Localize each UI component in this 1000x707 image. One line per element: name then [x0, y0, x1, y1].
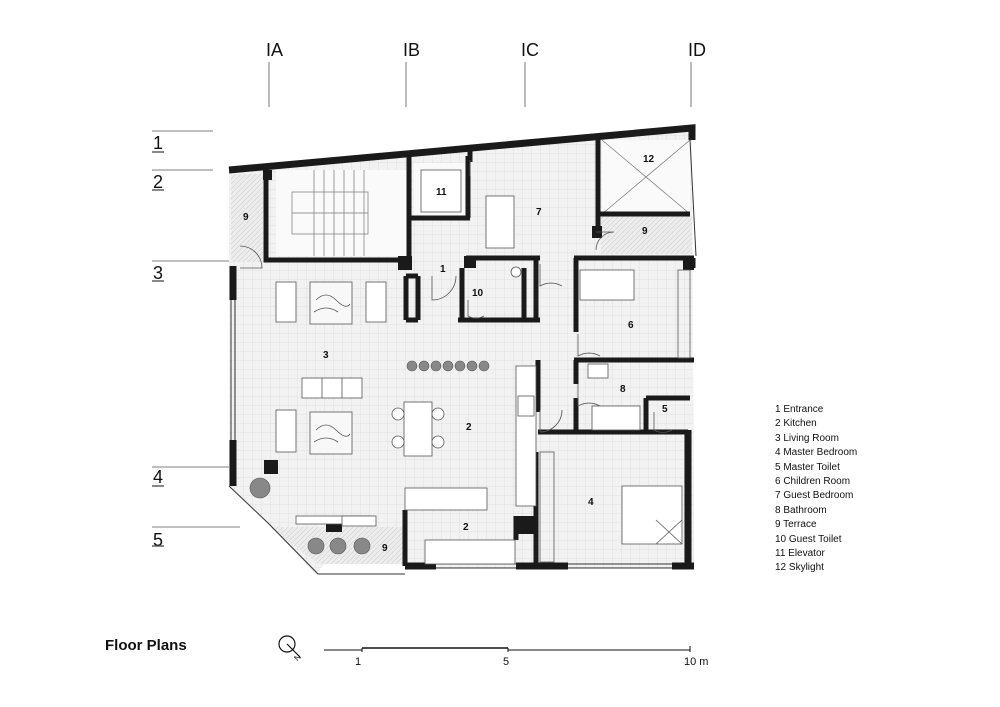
legend-item: 3 Living Room	[775, 432, 839, 444]
room-label-2-dining: 2	[466, 422, 472, 433]
legend-item: 5 Master Toilet	[775, 461, 840, 473]
grid-label-row-5: 5	[153, 530, 164, 550]
legend-item: 6 Children Room	[775, 476, 851, 488]
grid-label-ib: IB	[403, 40, 421, 60]
drawing-title: Floor Plans	[105, 637, 187, 654]
room-label-9-east: 9	[642, 226, 648, 237]
grid-label-ia: IA	[266, 40, 284, 60]
legend-item: 2 Kitchen	[775, 418, 817, 430]
north-letter: N	[292, 652, 303, 663]
room-label-7: 7	[536, 207, 542, 218]
grid-label-ic: IC	[521, 40, 539, 60]
legend-item: 10 Guest Toilet	[775, 533, 842, 545]
room-label-10: 10	[472, 288, 484, 299]
room-label-4: 4	[588, 497, 594, 508]
room-label-8: 8	[620, 384, 626, 395]
columns	[263, 170, 694, 534]
north-arrow: N	[278, 635, 303, 663]
grid-label-row-2: 2	[153, 172, 164, 192]
room-label-9-south: 9	[382, 543, 388, 554]
legend-item: 9 Terrace	[775, 519, 817, 531]
staircase	[291, 170, 369, 256]
plants	[249, 360, 490, 555]
elevator-car	[420, 169, 462, 213]
room-label-3: 3	[323, 350, 329, 361]
door-swings	[239, 160, 673, 433]
terrace-east	[601, 216, 692, 254]
grid-label-row-3: 3	[153, 263, 164, 283]
interior-walls	[263, 138, 694, 566]
windows	[228, 139, 697, 575]
exterior-walls	[228, 124, 696, 570]
room-label-5: 5	[662, 404, 668, 415]
room-label-1: 1	[440, 264, 446, 275]
room-label-11: 11	[436, 187, 447, 198]
room-label-2-kitchen: 2	[463, 522, 469, 533]
furniture	[275, 195, 691, 565]
room-label-6: 6	[628, 320, 634, 331]
legend-item: 4 Master Bedroom	[775, 447, 858, 459]
grid-label-row-1: 1	[153, 133, 164, 153]
legend-item: 11 Elevator	[775, 548, 825, 560]
room-label-9-west: 9	[243, 212, 249, 223]
room-labels: 1 2 2 3 4 5 6 7 8 9 9 9 10 11 12	[243, 154, 668, 554]
scale-label-5: 5	[503, 656, 510, 668]
legend-item: 7 Guest Bedroom	[775, 490, 854, 502]
legend-item: 1 Entrance	[775, 404, 824, 415]
scale-bar	[324, 646, 691, 652]
legend-item: 8 Bathroom	[775, 504, 827, 516]
scale-label-10m: 10 m	[684, 656, 709, 668]
grid-label-id: ID	[688, 40, 706, 60]
room-legend: 1 Entrance 2 Kitchen 3 Living Room 4 Mas…	[775, 403, 857, 576]
legend-item: 12 Skylight	[775, 562, 824, 574]
scale-label-1: 1	[355, 656, 362, 668]
grid-lines	[152, 62, 692, 547]
grid-label-row-4: 4	[153, 467, 164, 487]
skylight-cross	[601, 139, 691, 215]
room-label-12: 12	[643, 154, 655, 165]
